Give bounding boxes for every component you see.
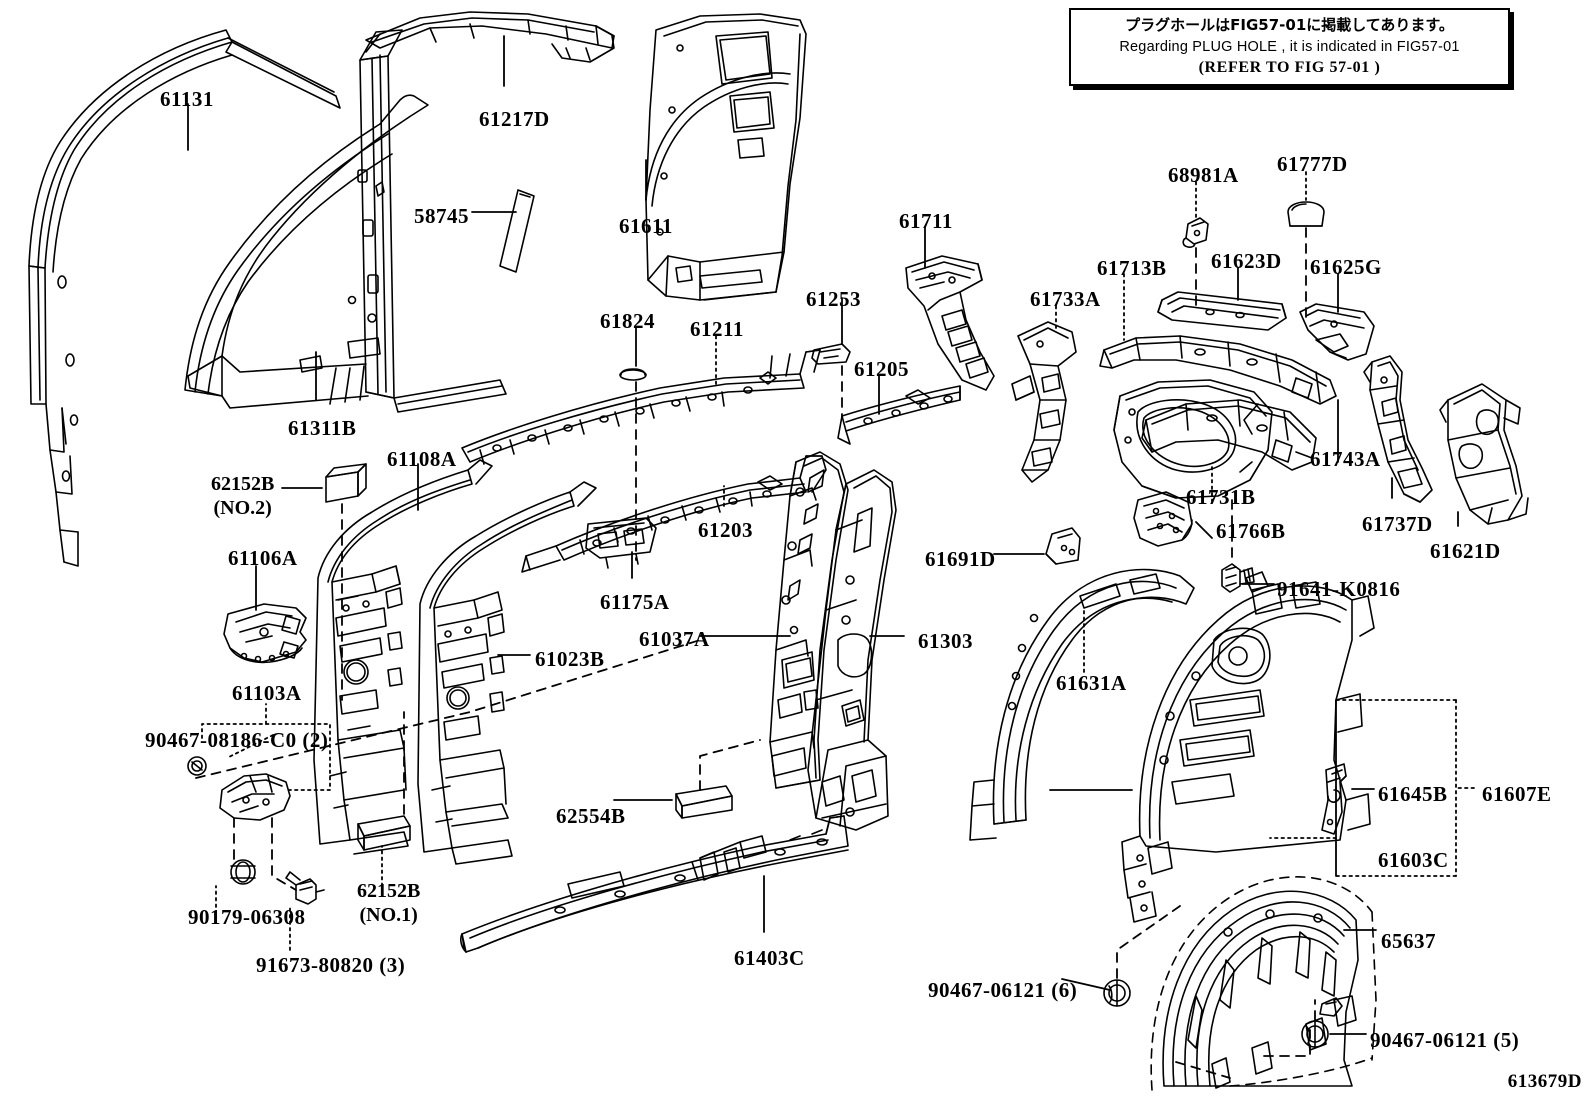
label-90467-06121-5[interactable]: 90467-06121 (5) [1370, 1028, 1520, 1052]
part-65637-wheel-house-liner [1150, 876, 1377, 1091]
label-90467-06121-6[interactable]: 90467-06121 (6) [928, 978, 1078, 1002]
label-90467-08186-C0[interactable]: 90467-08186-C0 (2) [145, 728, 329, 752]
label-61645B[interactable]: 61645B [1378, 782, 1448, 806]
label-61603C[interactable]: 61603C [1378, 848, 1449, 872]
part-61625G-panel [1299, 303, 1375, 361]
part-61607E-wheel-house-assembly [1121, 571, 1375, 923]
part-61631A-wheel-house-outer [969, 568, 1195, 841]
label-61737D[interactable]: 61737D [1362, 512, 1433, 536]
label-68981A[interactable]: 68981A [1168, 163, 1239, 187]
diagram-id: 613679D [1507, 1071, 1582, 1092]
part-61824-grommet [619, 368, 647, 381]
label-61037A[interactable]: 61037A [639, 627, 710, 651]
part-62554B-foam-block [675, 785, 733, 819]
part-61733A-quarter-reinforcement [1011, 321, 1077, 483]
plug-hole-note-box: プラグホールはFIG57-01に掲載してあります。 Regarding PLUG… [1069, 8, 1510, 86]
leader-lines-dotted [215, 171, 1337, 951]
label-62152B-no2-number: 62152B [211, 473, 275, 495]
part-61131-roof-side-rail [28, 29, 233, 567]
part-61713B-quarter-panel-reinforcement [1099, 335, 1337, 405]
label-61623D[interactable]: 61623D [1211, 249, 1282, 273]
part-61037A-center-pillar-reinforcement [769, 451, 849, 789]
part-62152B-no2-foam-block [325, 463, 367, 503]
label-61253[interactable]: 61253 [806, 287, 861, 311]
label-61731B[interactable]: 61731B [1186, 485, 1256, 509]
part-61645B-bracket [1321, 763, 1347, 835]
label-91673-80820[interactable]: 91673-80820 (3) [256, 953, 406, 977]
label-61103A[interactable]: 61103A [232, 681, 302, 705]
part-62152B-no1-foam-block [357, 815, 411, 851]
label-61824[interactable]: 61824 [600, 309, 655, 333]
label-61205[interactable]: 61205 [854, 357, 909, 381]
label-62152B-no1[interactable]: 62152B (NO.1) [357, 880, 420, 927]
part-90467-06121-6-grommet [1103, 979, 1131, 1007]
label-62152B-no2-suffix: (NO.2) [213, 496, 272, 519]
label-61743A[interactable]: 61743A [1310, 447, 1381, 471]
label-61625G[interactable]: 61625G [1310, 255, 1382, 279]
part-61131-rail-upper [225, 37, 341, 109]
part-61743A-quarter-upper-reinforcement [1141, 399, 1317, 471]
label-58745[interactable]: 58745 [414, 204, 469, 228]
part-61403C-rocker-panel [460, 815, 849, 953]
label-90179-06308[interactable]: 90179-06308 [188, 905, 306, 929]
label-61203[interactable]: 61203 [698, 518, 753, 542]
part-61766B-bracket [1133, 491, 1193, 547]
part-61023B-cowl-side-inner [417, 481, 597, 865]
part-61737D-quarter-pillar-reinforcement [1363, 355, 1433, 503]
label-61621D[interactable]: 61621D [1430, 539, 1501, 563]
label-61023B[interactable]: 61023B [535, 647, 605, 671]
label-61766B[interactable]: 61766B [1216, 519, 1286, 543]
part-61691D-bracket [1045, 527, 1081, 565]
label-61713B[interactable]: 61713B [1097, 256, 1167, 280]
note-line-english: Regarding PLUG HOLE , it is indicated in… [1119, 38, 1460, 55]
label-61691D[interactable]: 61691D [925, 547, 996, 571]
assembly-bracket-lines [201, 699, 1475, 877]
label-61711[interactable]: 61711 [899, 209, 953, 233]
label-62152B-no1-suffix: (NO.1) [359, 903, 418, 926]
label-61211[interactable]: 61211 [690, 317, 744, 341]
label-62152B-no2[interactable]: 62152B (NO.2) [211, 473, 274, 520]
note-line-japanese: プラグホールはFIG57-01に掲載してあります。 [1125, 16, 1454, 34]
note-line-reference: (REFER TO FIG 57-01 ) [1198, 59, 1381, 77]
part-61311B-body-outer-panel [184, 29, 507, 413]
label-61733A[interactable]: 61733A [1030, 287, 1101, 311]
part-61711-quarter-inner-bracket [905, 255, 995, 391]
label-61607E[interactable]: 61607E [1482, 782, 1552, 806]
part-61211-roof-side-rail-inner [461, 349, 821, 465]
label-61108A[interactable]: 61108A [387, 447, 457, 471]
part-91641-K0816-bolt [1221, 563, 1255, 593]
label-61403C[interactable]: 61403C [734, 946, 805, 970]
label-61777D[interactable]: 61777D [1277, 152, 1348, 176]
label-65637[interactable]: 65637 [1381, 929, 1436, 953]
part-61731B-wheel-housing-inner [1113, 379, 1273, 499]
label-61131[interactable]: 61131 [160, 87, 214, 111]
part-61205-roof-rail-segment [837, 385, 961, 445]
leader-lines-solid [187, 35, 1459, 1035]
part-61108A-cowl-side-panel [313, 459, 493, 855]
label-61175A[interactable]: 61175A [600, 590, 670, 614]
label-61303[interactable]: 61303 [918, 629, 973, 653]
label-61611[interactable]: 61611 [619, 214, 673, 238]
part-61175A-bracket [585, 517, 657, 569]
label-61106A[interactable]: 61106A [228, 546, 298, 570]
part-61623D-panel [1157, 291, 1287, 331]
label-61217D[interactable]: 61217D [479, 107, 550, 131]
label-62554B[interactable]: 62554B [556, 804, 626, 828]
part-58745-plate [499, 189, 535, 273]
part-68981A-clip [1182, 217, 1209, 248]
part-61621D-quarter-panel-extension [1439, 383, 1529, 525]
part-61106A-bracket [223, 603, 307, 664]
label-62152B-no1-number: 62152B [357, 880, 421, 902]
part-61203-rail-reinforcement [521, 455, 827, 573]
label-91641-K0816[interactable]: 91641-K0816 [1277, 577, 1401, 601]
assembly-dashed-lines [195, 227, 1316, 1079]
part-61103A-hinge-assembly [187, 756, 325, 905]
part-61611-quarter-panel-outer [645, 13, 807, 301]
part-61217D-roof-rail-reinforcement [365, 11, 615, 63]
part-61777D-plug-cap [1287, 201, 1325, 227]
part-61303-center-pillar-outer [807, 469, 897, 831]
label-61311B[interactable]: 61311B [288, 416, 357, 440]
label-61631A[interactable]: 61631A [1056, 671, 1127, 695]
